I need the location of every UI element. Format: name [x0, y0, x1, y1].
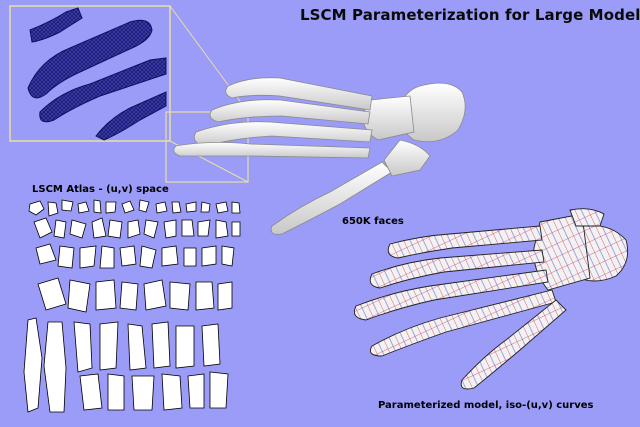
mesh-finger-closeup [27, 7, 167, 141]
parameterized-hand-model [353, 208, 629, 390]
face-count-label: 650K faces [342, 216, 404, 227]
parameterized-model-caption: Parameterized model, iso-(u,v) curves [378, 400, 594, 411]
hand-skeleton-model [173, 77, 466, 235]
atlas-label: LSCM Atlas - (u,v) space [32, 184, 169, 195]
lscm-atlas-charts [23, 199, 241, 413]
inset-zoom [9, 5, 249, 183]
figure-title: LSCM Parameterization for Large Models [300, 6, 640, 24]
